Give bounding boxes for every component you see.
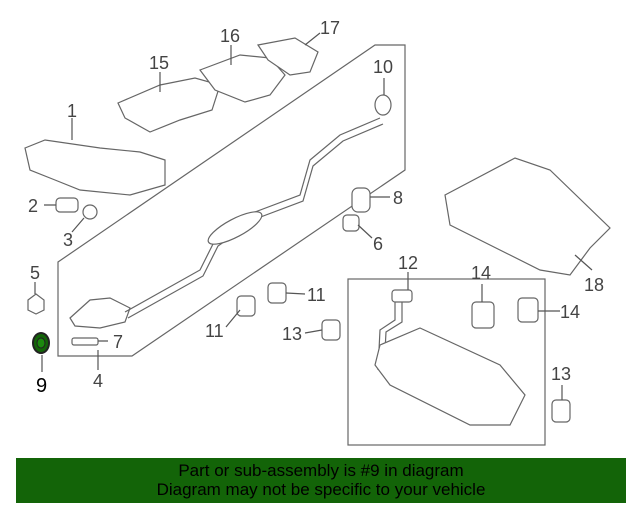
callout-3: 3 — [63, 230, 73, 250]
callout-1: 1 — [67, 101, 77, 121]
part-4-resonator — [207, 211, 263, 245]
callout-13a: 13 — [282, 324, 302, 344]
callout-6: 6 — [373, 234, 383, 254]
callout-18: 18 — [584, 275, 604, 295]
banner-line-part: Part or sub-assembly is #9 in diagram — [178, 461, 464, 480]
callout-11a: 11 — [307, 285, 326, 305]
muffler-group-box — [347, 278, 546, 446]
callout-15: 15 — [149, 53, 169, 73]
part-14-hanger[interactable] — [471, 301, 495, 329]
part-16-heat-shield[interactable] — [199, 54, 286, 103]
callout-14a: 14 — [471, 263, 491, 283]
callout-10: 10 — [373, 57, 393, 77]
part-12-muffler-inlet — [391, 289, 413, 303]
part-10-gasket[interactable] — [374, 94, 392, 116]
part-5-nut[interactable] — [27, 293, 45, 315]
part-4-front-pipe[interactable] — [69, 297, 131, 329]
callout-8: 8 — [393, 188, 403, 208]
part-13-hanger[interactable] — [321, 319, 341, 341]
part-1-catalytic-converter[interactable] — [24, 139, 166, 196]
part-11-hanger[interactable] — [236, 295, 256, 317]
callout-2: 2 — [28, 196, 38, 216]
part-info-banner: Part or sub-assembly is #9 in diagram Di… — [16, 458, 626, 503]
part-3-nut[interactable] — [82, 204, 98, 220]
part-4-exhaust-pipe — [124, 117, 384, 319]
exhaust-pipe-group-box — [57, 44, 406, 357]
part-11-hanger[interactable] — [267, 282, 287, 304]
part-14-hanger[interactable] — [517, 297, 539, 323]
callout-17: 17 — [320, 18, 340, 38]
callout-14b: 14 — [560, 302, 580, 322]
callout-12: 12 — [398, 253, 418, 273]
part-17-heat-shield[interactable] — [256, 37, 319, 76]
part-13-hanger[interactable] — [551, 399, 571, 423]
callout-5: 5 — [30, 263, 40, 283]
part-9-gasket-inner — [36, 337, 46, 349]
callout-13b: 13 — [551, 364, 571, 384]
part-7-stud[interactable] — [71, 337, 99, 346]
leader-lines — [34, 32, 593, 400]
part-18-heat-shield[interactable] — [444, 157, 611, 276]
part-15-heat-shield[interactable] — [117, 77, 221, 133]
part-6-hanger[interactable] — [342, 214, 360, 232]
part-12-muffler[interactable] — [374, 327, 526, 426]
callout-7: 7 — [113, 332, 123, 352]
callout-9: 9 — [36, 375, 47, 397]
callout-4: 4 — [93, 371, 103, 391]
callout-11b: 11 — [205, 321, 224, 341]
banner-line-disclaimer: Diagram may not be specific to your vehi… — [156, 480, 486, 499]
part-2-spring[interactable] — [55, 197, 79, 213]
callout-16: 16 — [220, 26, 240, 46]
part-8-hanger[interactable] — [351, 187, 371, 213]
